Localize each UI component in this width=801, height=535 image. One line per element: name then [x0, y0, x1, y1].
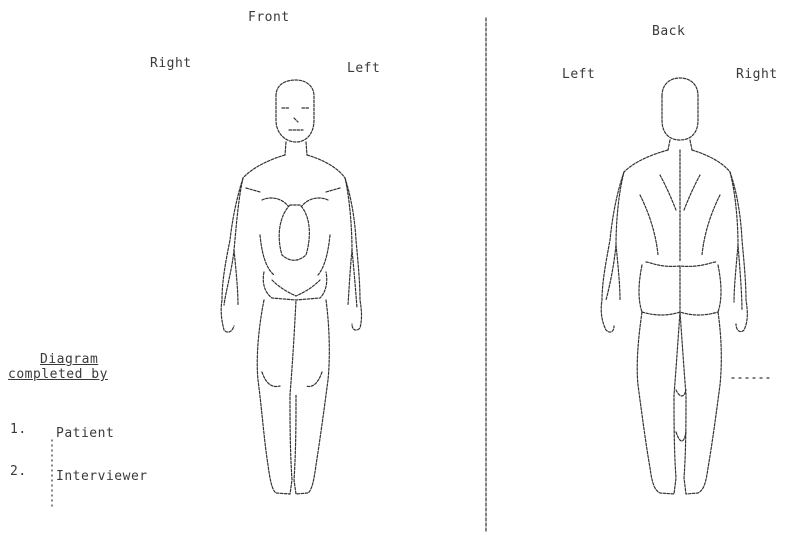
front-right-arm	[221, 178, 243, 332]
back-neck	[668, 140, 692, 150]
back-head	[662, 78, 698, 140]
back-left-label: Left	[562, 67, 595, 82]
back-left-arm	[601, 172, 624, 332]
back-figure	[601, 78, 747, 494]
front-left-label: Left	[347, 61, 380, 76]
front-right-leg	[257, 300, 296, 494]
front-torso	[224, 155, 357, 308]
front-left-arm	[345, 178, 362, 330]
front-head	[276, 80, 314, 142]
completed-by-heading-line1: Diagram	[40, 352, 98, 367]
option-patient: Patient	[56, 426, 114, 441]
back-title: Back	[652, 24, 685, 39]
completed-by-heading-line2: completed by	[8, 367, 108, 382]
front-figure	[221, 80, 361, 494]
back-torso	[606, 150, 742, 310]
back-right-label: Right	[736, 67, 778, 82]
option-interviewer: Interviewer	[56, 469, 148, 484]
front-right-label: Right	[150, 56, 192, 71]
back-left-leg	[637, 312, 680, 494]
option-number-1: 1.	[10, 422, 27, 437]
front-left-leg	[294, 300, 329, 494]
front-title: Front	[248, 10, 290, 25]
back-right-leg	[680, 312, 721, 494]
front-neck	[285, 142, 307, 155]
option-number-2: 2.	[10, 464, 27, 479]
